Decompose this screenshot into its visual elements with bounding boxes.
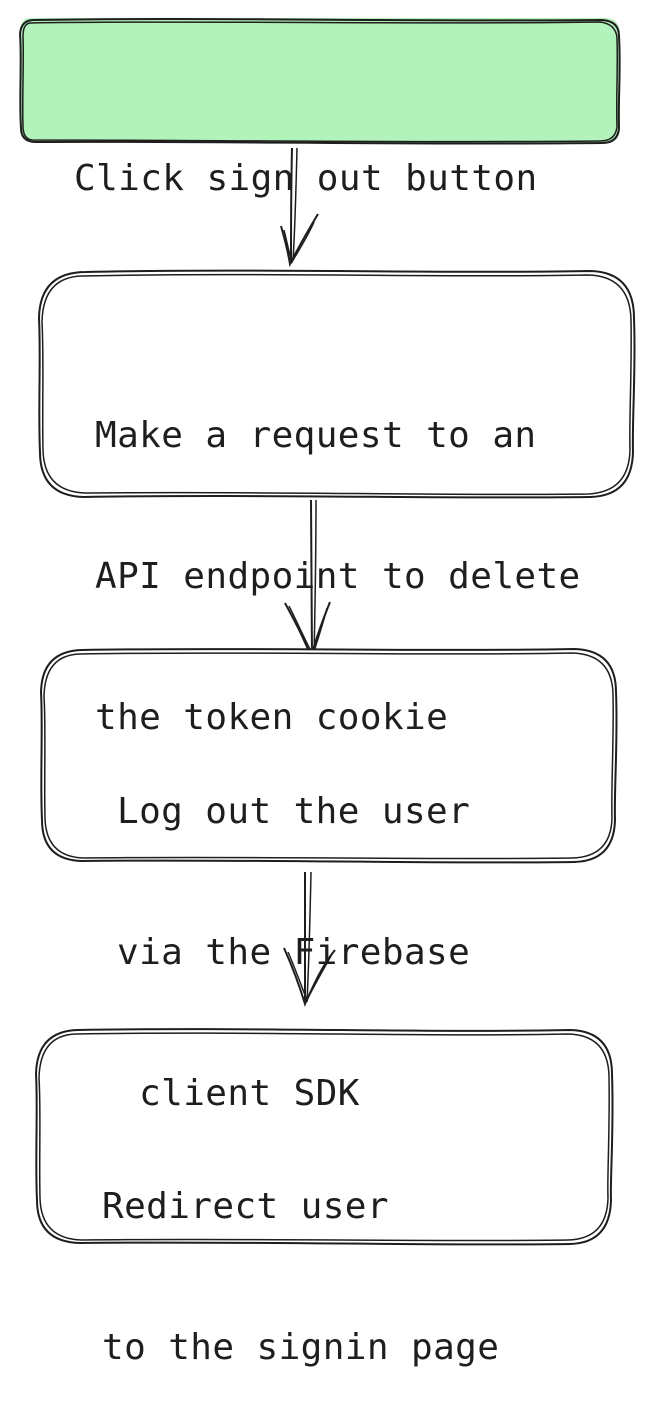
flow-step-3-line-3: client SDK <box>117 1073 360 1114</box>
flow-step-4-box[interactable] <box>34 1028 614 1246</box>
flow-arrow-3 <box>283 871 336 1007</box>
flow-step-3-line-1: Log out the user <box>117 791 471 832</box>
flow-step-2-label: Make a request to an API endpoint to del… <box>95 318 581 788</box>
flow-step-3-label: Log out the user via the Firebase client… <box>117 694 470 1164</box>
flowchart-diagram <box>18 18 636 1246</box>
flow-step-4-line-2: to the signin page <box>102 1327 500 1368</box>
flow-step-3-box[interactable] <box>39 647 618 864</box>
flow-step-1-box[interactable] <box>18 18 621 145</box>
flow-arrow-1 <box>280 147 319 268</box>
flow-step-3-line-2: via the Firebase <box>117 932 471 973</box>
flow-step-2-line-2: API endpoint to delete <box>95 556 581 597</box>
flow-step-2-line-3: the token cookie <box>95 697 449 738</box>
flow-step-4-line-1: Redirect user <box>102 1186 389 1227</box>
flow-step-2-line-1: Make a request to an <box>95 415 537 456</box>
flow-step-1-line-1: Click sign out button <box>74 158 538 199</box>
flow-step-2-box[interactable] <box>37 269 636 499</box>
flow-step-1-label: Click sign out button <box>74 61 538 249</box>
flow-step-4-label: Redirect user to the signin page <box>102 1089 499 1418</box>
